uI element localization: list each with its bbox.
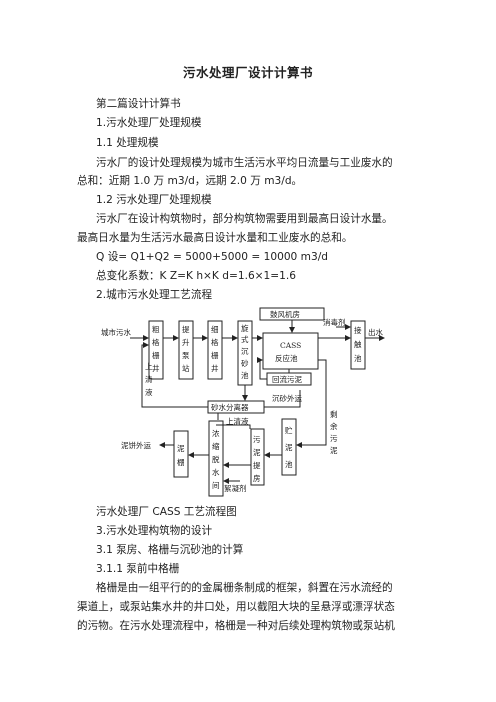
cass-reactor-label: 反应池 (275, 353, 298, 363)
svg-text:式: 式 (241, 334, 249, 344)
svg-text:剩: 剩 (330, 409, 338, 419)
sand-out-label: 沉砂外运 (272, 393, 302, 403)
paragraph-line: 最高日水量为生活污水最高日设计水量和工业废水的总和。 (77, 232, 353, 244)
sand-separator-label: 砂水分离器 (211, 402, 249, 412)
svg-text:泵: 泵 (182, 351, 190, 360)
subsection-heading: 2.城市污水处理工艺流程 (96, 289, 213, 301)
svg-text:脱: 脱 (212, 454, 220, 464)
fine-screen-text: 细 格 栅 井 (211, 324, 219, 373)
figure-caption: 污水处理厂 CASS 工艺流程图 (96, 506, 237, 518)
contact-tank-text: 接 触 池 (354, 325, 362, 363)
svg-text:水: 水 (212, 467, 220, 477)
svg-text:浓: 浓 (212, 429, 220, 438)
dewater-room-text: 浓 缩 脱 水 间 (212, 429, 220, 490)
sludge-cake-box (173, 430, 189, 478)
svg-text:井: 井 (211, 363, 219, 373)
process-flow-diagram: 城市污水 粗 格 栅 井 提 升 泵 站 细 格 栅 井 旋 式 (101, 307, 385, 497)
svg-text:缩: 缩 (212, 441, 220, 451)
pump-text: 提 升 泵 站 (182, 324, 190, 373)
supernatant-left-text: 上 清 液 (145, 362, 153, 397)
svg-text:棚: 棚 (177, 457, 185, 467)
pump-box (178, 320, 194, 380)
svg-text:余: 余 (330, 421, 338, 431)
svg-text:上: 上 (145, 362, 153, 371)
coarse-screen-text: 粗 格 栅 井 (152, 324, 160, 373)
svg-text:粗: 粗 (152, 324, 160, 334)
svg-text:池: 池 (285, 459, 293, 469)
contact-tank-box (350, 320, 366, 370)
sludge-lift-text: 污 泥 提 房 (253, 435, 261, 483)
supernatant-mid-label: 上清液 (226, 416, 249, 426)
paragraph-line: 的污物。在污水处理流程中，格栅是一种对后续处理构筑物或泵站机 (77, 620, 395, 632)
svg-text:清: 清 (145, 374, 153, 384)
svg-text:沉: 沉 (241, 347, 249, 356)
excess-sludge-text: 剩 余 污 泥 (330, 409, 338, 455)
subsection-heading: 1.1 处理规模 (96, 137, 159, 149)
grit-chamber-text: 旋 式 沉 砂 池 (241, 323, 249, 380)
svg-text:房: 房 (253, 473, 261, 483)
svg-text:旋: 旋 (241, 323, 249, 333)
outlet-label: 出水 (368, 327, 383, 337)
svg-text:泥: 泥 (285, 443, 293, 452)
disinfectant-label: 消毒剂 (323, 317, 346, 327)
svg-text:污: 污 (253, 435, 261, 444)
svg-text:站: 站 (182, 363, 190, 373)
cass-label: CASS (280, 341, 301, 350)
svg-text:池: 池 (241, 370, 249, 380)
cass-reactor-box (262, 332, 319, 370)
formula-line: 总变化系数：K Z=K h×K d=1.6×1=1.6 (96, 270, 297, 282)
svg-text:泥: 泥 (330, 446, 338, 455)
subsection-heading: 3.1 泵房、格栅与沉砂池的计算 (96, 544, 244, 556)
blower-room-label: 鼓风机房 (270, 309, 300, 319)
svg-text:接: 接 (354, 325, 362, 335)
formula-line: Q 设= Q1+Q2 = 5000+5000 = 10000 m3/d (96, 251, 329, 263)
svg-text:格: 格 (211, 337, 219, 347)
svg-text:升: 升 (182, 338, 190, 347)
svg-text:细: 细 (211, 324, 219, 334)
coarse-screen-box (148, 320, 164, 380)
section-heading: 第二篇设计计算书 (96, 98, 181, 110)
svg-text:池: 池 (354, 353, 362, 363)
svg-text:提: 提 (182, 324, 190, 334)
paragraph-line: 污水厂在设计构筑物时，部分构筑物需要用到最高日设计水量。 (96, 213, 393, 225)
svg-text:泥: 泥 (177, 444, 185, 453)
svg-text:砂: 砂 (241, 358, 249, 368)
section-heading: 1.污水处理厂处理规模 (96, 117, 202, 129)
sludge-storage-text: 贮 泥 池 (285, 425, 293, 469)
paragraph-line: 总和：近期 1.0 万 m3/d，远期 2.0 万 m3/d。 (77, 175, 303, 187)
svg-text:污: 污 (330, 434, 338, 443)
document-title: 污水处理厂设计计算书 (182, 65, 313, 80)
paragraph-line: 格栅是由一组平行的的金属栅条制成的框架，斜置在污水流经的 (96, 582, 393, 594)
fine-screen-box (207, 320, 223, 380)
svg-text:液: 液 (145, 387, 153, 397)
inlet-label: 城市污水 (101, 327, 131, 337)
svg-text:格: 格 (152, 337, 160, 347)
cake-out-label: 泥饼外运 (121, 440, 151, 450)
dewater-room-box (208, 420, 224, 497)
svg-text:间: 间 (212, 481, 220, 490)
subsection-heading: 1.2 污水处理厂处理规模 (96, 194, 212, 206)
return-sludge-label: 回流污泥 (272, 374, 302, 384)
svg-text:提: 提 (253, 460, 261, 470)
svg-text:贮: 贮 (285, 425, 293, 435)
paragraph-line: 污水厂的设计处理规模为城市生活污水平均日流量与工业废水的 (96, 157, 393, 169)
svg-text:触: 触 (354, 339, 362, 349)
svg-text:井: 井 (152, 363, 160, 373)
flocculant-label: 絮凝剂 (224, 483, 247, 493)
sludge-cake-text: 泥 棚 (177, 444, 185, 467)
paragraph-line: 渠道上，或泵站集水井的井口处，用以截阻大块的呈悬浮或漂浮状态 (77, 601, 395, 613)
subsection-heading: 3.1.1 泵前中格栅 (96, 563, 180, 575)
section-heading: 3.污水处理构筑物的设计 (96, 525, 213, 537)
svg-text:栅: 栅 (152, 350, 160, 360)
svg-text:栅: 栅 (211, 350, 219, 360)
svg-text:泥: 泥 (253, 448, 261, 457)
